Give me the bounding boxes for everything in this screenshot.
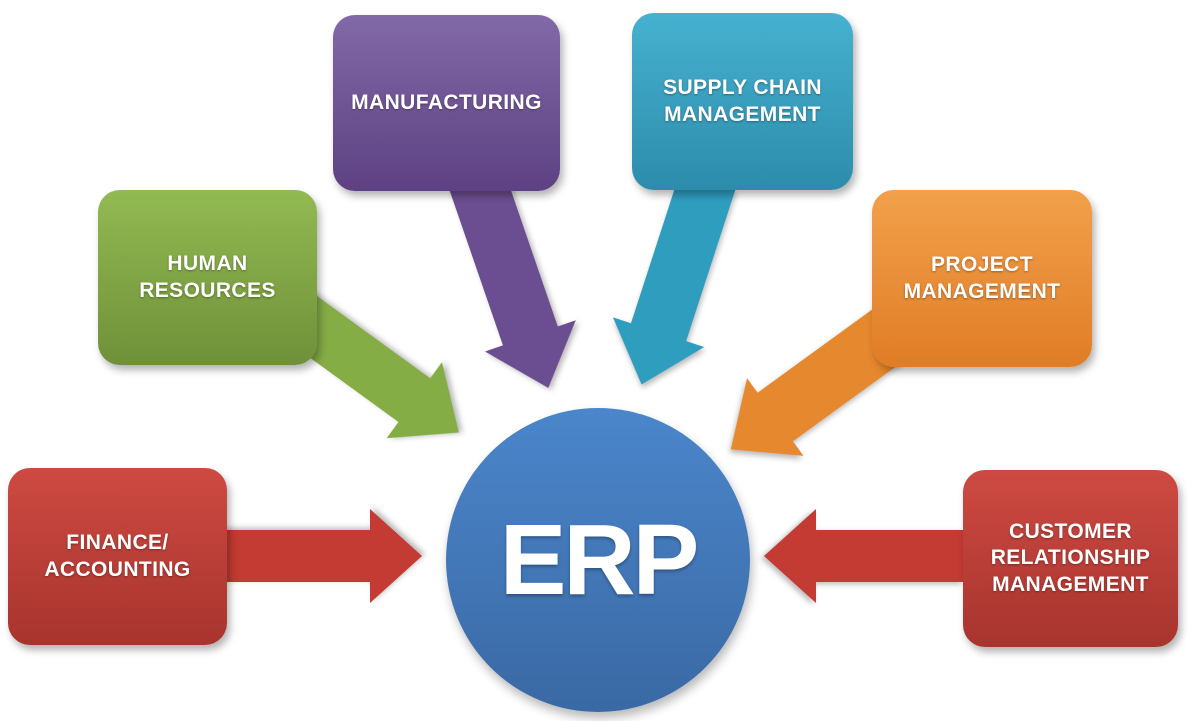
erp-center-label: ERP bbox=[499, 503, 700, 616]
node-supply-chain-label: SUPPLY CHAIN MANAGEMENT bbox=[663, 76, 822, 126]
node-project-management-label: PROJECT MANAGEMENT bbox=[903, 253, 1061, 303]
customer-relationship-arrow bbox=[764, 509, 964, 603]
manufacturing-arrow bbox=[448, 168, 576, 388]
node-finance-accounting: FINANCE/ ACCOUNTING bbox=[8, 468, 227, 645]
supply-chain-arrow bbox=[612, 171, 736, 385]
project-management-arrow bbox=[730, 305, 913, 456]
node-customer-relationship-management: CUSTOMER RELATIONSHIP MANAGEMENT bbox=[963, 470, 1178, 647]
node-human-resources: HUMAN RESOURCES bbox=[98, 190, 317, 365]
node-finance-accounting-label: FINANCE/ ACCOUNTING bbox=[44, 531, 191, 581]
node-customer-relationship-label: CUSTOMER RELATIONSHIP MANAGEMENT bbox=[990, 520, 1151, 596]
node-supply-chain-management: SUPPLY CHAIN MANAGEMENT bbox=[632, 13, 853, 190]
node-human-resources-label: HUMAN RESOURCES bbox=[139, 252, 276, 302]
finance-accounting-arrow bbox=[220, 509, 422, 603]
erp-center-circle: ERP bbox=[446, 408, 750, 712]
node-manufacturing-label: MANUFACTURING bbox=[351, 90, 542, 114]
human-resources-arrow bbox=[277, 290, 459, 439]
node-manufacturing: MANUFACTURING bbox=[333, 15, 560, 191]
node-project-management: PROJECT MANAGEMENT bbox=[872, 190, 1092, 367]
